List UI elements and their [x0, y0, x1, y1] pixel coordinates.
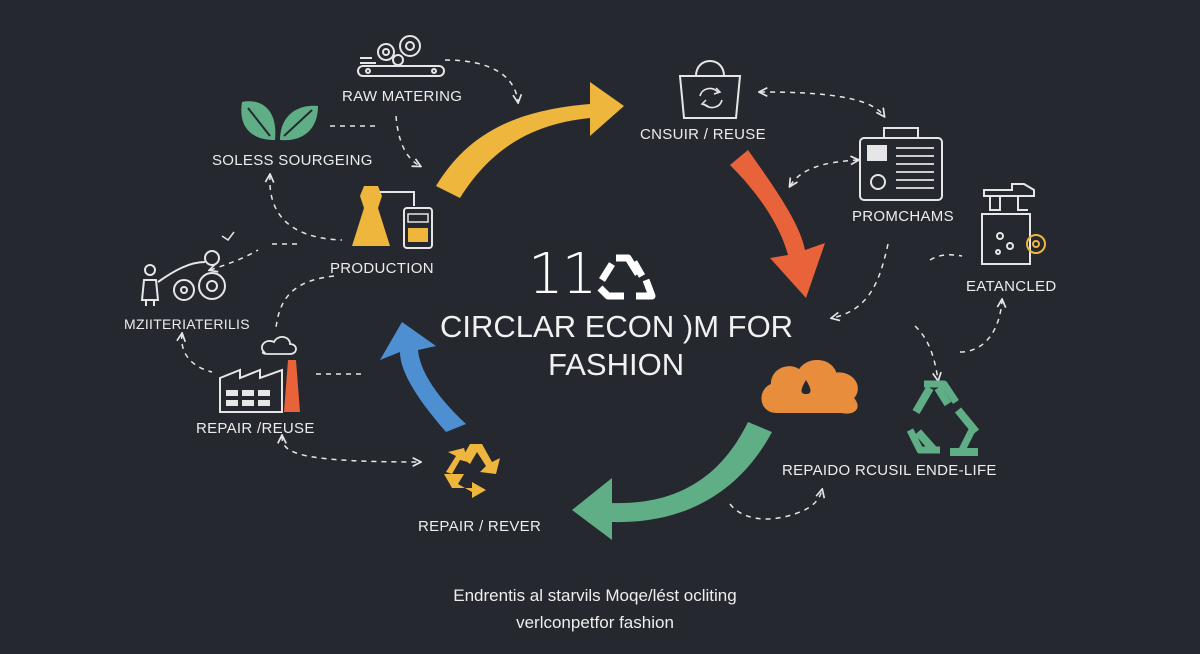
center-title-line2: FASHION — [548, 347, 685, 382]
gears-conveyor-icon — [357, 35, 445, 77]
label-materials: MZIITERIATERILIS — [124, 316, 250, 332]
label-programs: PROMCHAMS — [852, 208, 954, 225]
label-consume-reuse: CNSUIR / REUSE — [640, 126, 766, 143]
center-title: CIRCLAR ECON )M FOR FASHION — [440, 308, 800, 384]
label-repair-rever: REPAIR / REVER — [418, 518, 542, 535]
footer-line2: verlconpetfor fashion — [516, 613, 674, 632]
arrow-green — [572, 422, 772, 540]
footer-caption: Endrentis al starvils Moqe/lést ocliting… — [380, 582, 810, 636]
label-raw-materials: RAW MATERING — [342, 88, 463, 105]
recycle-yellow-icon — [444, 444, 500, 498]
leaves-icon — [241, 101, 318, 141]
label-repair-reuse-left: REPAIR /REUSE — [196, 420, 315, 437]
dashed-connectors — [182, 59, 1002, 520]
arrow-yellow — [436, 82, 624, 198]
machine-icon — [981, 183, 1046, 265]
shopping-bag-icon — [678, 60, 742, 119]
dress-machine-icon — [352, 186, 433, 249]
arrow-blue — [380, 322, 466, 432]
factory-icon — [219, 336, 300, 413]
briefcase-icon — [859, 127, 943, 201]
cloud-icon — [761, 360, 858, 414]
recycle-center-icon — [597, 254, 656, 300]
label-end-of-life: REPAIDO RCUSIL ENDE-LIFE — [782, 462, 997, 479]
recycle-green-icon — [906, 380, 980, 456]
label-production: PRODUCTION — [330, 260, 434, 277]
label-sourcing: SOLESS SOURGEING — [212, 152, 373, 169]
center-title-line1: CIRCLAR ECON )M FOR — [440, 309, 794, 344]
footer-line1: Endrentis al starvils Moqe/lést ocliting — [453, 586, 737, 605]
center-number: 11 — [528, 242, 597, 307]
arrow-orange — [730, 150, 825, 298]
label-enhanced: EATANCLED — [966, 278, 1057, 295]
worker-gears-icon — [140, 231, 235, 306]
